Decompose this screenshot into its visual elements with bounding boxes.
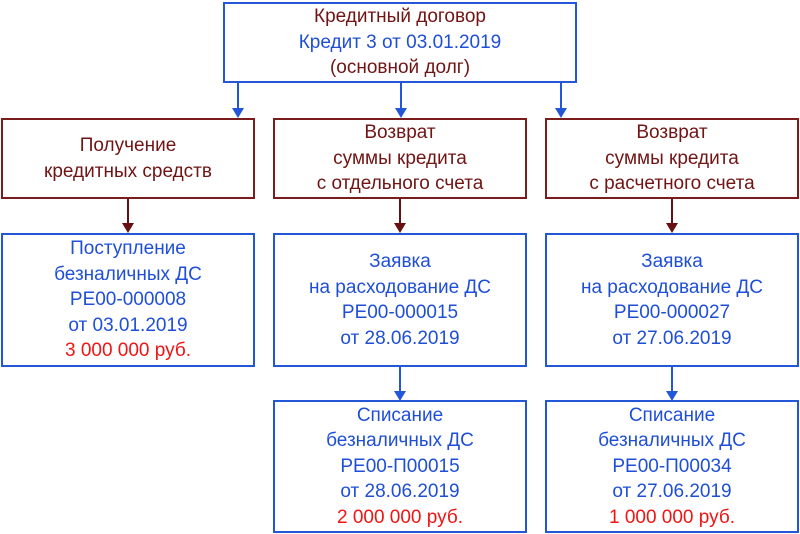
document-writeoff-box: Списание безналичных ДС РЕ00-П00015 от 2… — [273, 400, 527, 533]
document-amount: 1 000 000 руб. — [608, 506, 736, 528]
document-number: РЕ00-000027 — [613, 302, 731, 323]
branch-receive-credit-header: Получение кредитных средств — [1, 118, 255, 199]
header-line: кредитных средств — [44, 160, 212, 182]
header-line: суммы кредита — [333, 147, 467, 169]
document-amount: 3 000 000 руб. — [64, 340, 192, 362]
document-number: РЕ00-000015 — [341, 302, 459, 323]
document-number: РЕ00-П00034 — [612, 455, 732, 477]
document-number: РЕ00-000008 — [69, 289, 187, 311]
header-line: Получение — [79, 135, 177, 156]
header-line: суммы кредита — [605, 147, 739, 169]
credit-agreement-document: Кредит 3 от 03.01.2019 — [298, 31, 502, 53]
arrow-down-icon — [232, 83, 244, 118]
document-request-box: Заявка на расходование ДС РЕ00-000015 от… — [273, 233, 527, 367]
branch-return-separate-account-header: Возврат суммы кредита с отдельного счета — [273, 118, 527, 199]
document-date: от 27.06.2019 — [612, 481, 732, 503]
document-writeoff-box: Списание безналичных ДС РЕ00-П00034 от 2… — [545, 400, 799, 533]
arrow-down-icon — [394, 199, 406, 233]
arrow-down-icon — [555, 83, 567, 118]
arrow-down-icon — [122, 199, 134, 233]
arrow-down-icon — [395, 83, 407, 118]
arrow-down-icon — [394, 367, 406, 401]
header-line: с расчетного счета — [589, 173, 755, 195]
document-date: от 28.06.2019 — [340, 481, 460, 503]
document-date: от 28.06.2019 — [340, 327, 460, 349]
credit-agreement-box: Кредитный договор Кредит 3 от 03.01.2019… — [223, 2, 577, 83]
document-date: от 27.06.2019 — [612, 327, 732, 349]
branch-return-settlement-account-header: Возврат суммы кредита с расчетного счета — [545, 118, 799, 199]
document-type: Списание — [356, 404, 444, 426]
header-line: Возврат — [364, 122, 436, 144]
document-receipt-box: Поступление безналичных ДС РЕ00-000008 о… — [1, 233, 255, 367]
document-type: на расходование ДС — [308, 276, 492, 298]
document-type: Заявка — [369, 251, 431, 272]
header-line: Возврат — [636, 122, 708, 144]
document-type: Поступление — [70, 238, 186, 260]
credit-agreement-note: (основной долг) — [329, 57, 471, 79]
arrow-down-icon — [666, 199, 678, 233]
header-line: с отдельного счета — [316, 173, 484, 195]
document-type: безналичных ДС — [598, 430, 746, 452]
document-type: Заявка — [641, 251, 703, 272]
document-date: от 03.01.2019 — [68, 314, 188, 336]
document-number: РЕ00-П00015 — [340, 455, 460, 477]
document-request-box: Заявка на расходование ДС РЕ00-000027 от… — [545, 233, 799, 367]
document-type: Списание — [628, 404, 716, 426]
document-type: безналичных ДС — [326, 430, 474, 452]
credit-agreement-title: Кредитный договор — [314, 6, 486, 28]
document-type: безналичных ДС — [54, 263, 202, 285]
document-type: на расходование ДС — [580, 276, 764, 298]
arrow-down-icon — [666, 367, 678, 401]
document-amount: 2 000 000 руб. — [336, 506, 464, 528]
